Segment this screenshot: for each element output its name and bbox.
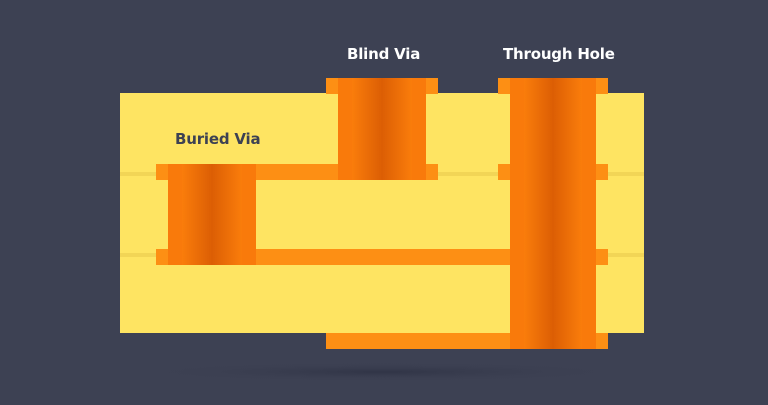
- buried-via: [168, 164, 256, 265]
- blind-via: [326, 78, 438, 180]
- blind-via-label: Blind Via: [347, 45, 421, 63]
- through-hole-label: Through Hole: [503, 45, 615, 63]
- inner-copper-trace-2: [156, 249, 608, 265]
- blind-via-core: [352, 78, 412, 180]
- board-shadow: [132, 362, 632, 382]
- buried-via-label: Buried Via: [175, 130, 261, 148]
- through-hole: [498, 78, 608, 349]
- buried-via-core: [182, 164, 242, 265]
- through-hole-core: [524, 78, 582, 349]
